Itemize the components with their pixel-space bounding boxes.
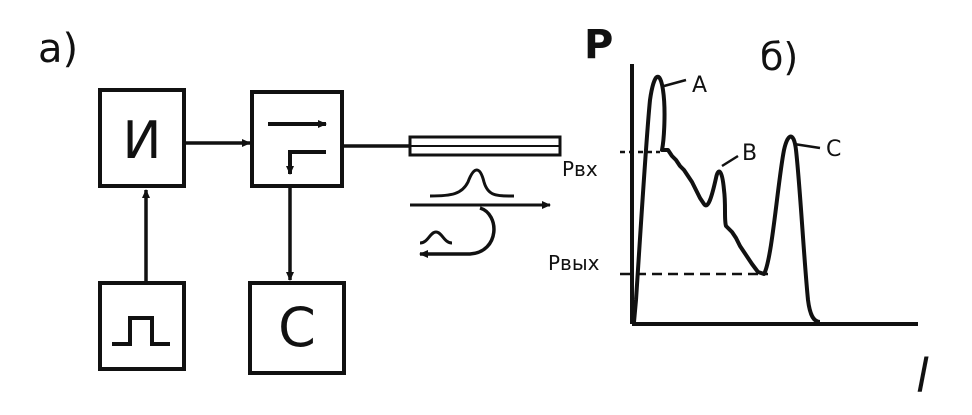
pulse-generator-block: [98, 281, 186, 371]
scope-block-label: С: [278, 296, 316, 359]
panel-b: б) P l Pвх Pвых A B C: [548, 22, 929, 403]
reflectogram-trace: [632, 74, 821, 324]
peak-b-label: B: [742, 141, 757, 166]
source-block: И: [98, 88, 186, 188]
peak-c-leader: [793, 142, 821, 150]
y-axis-label: P: [584, 22, 613, 68]
pulse-icon: [112, 316, 170, 346]
reflected-direction-arrow: [419, 206, 496, 258]
level-out-label: Pвых: [548, 251, 600, 275]
coupler-return-arrow: [286, 150, 326, 175]
x-axis-label: l: [916, 349, 929, 403]
panel-a-label: а): [38, 26, 78, 72]
source-block-label: И: [123, 111, 162, 171]
peak-c-label: C: [826, 137, 841, 162]
forward-pulse-icon: [429, 168, 515, 198]
level-in-label: Pвх: [562, 157, 598, 181]
fiber-under-test: [408, 135, 562, 157]
peak-b-leader: [721, 154, 739, 168]
coupler-block: [250, 90, 344, 188]
scope-block: С: [248, 281, 346, 375]
panel-a: а) И С: [38, 26, 562, 375]
reflected-pulse-icon: [419, 230, 453, 245]
panel-b-label: б): [760, 35, 798, 79]
peak-a-leader: [663, 78, 687, 88]
peak-a-label: A: [692, 73, 707, 98]
